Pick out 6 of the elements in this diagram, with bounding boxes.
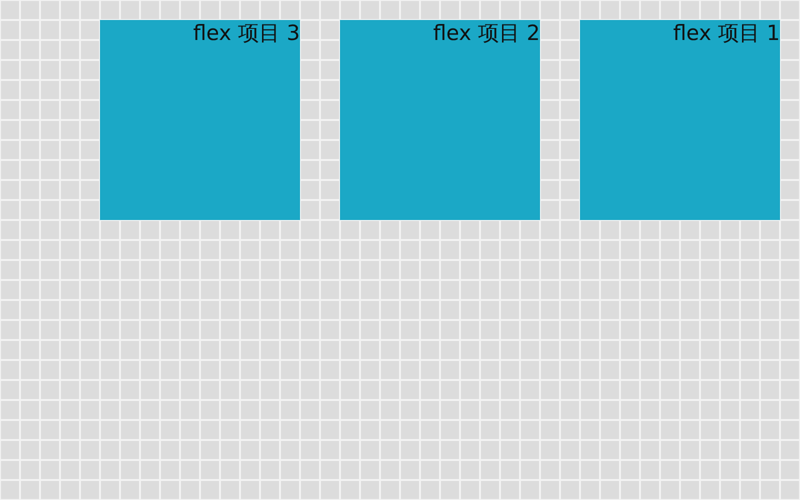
flex-item-box <box>580 20 780 220</box>
flex-item-box <box>100 20 300 220</box>
item-label: flex 项目 1 <box>673 20 780 46</box>
flex-item-box <box>340 20 540 220</box>
item-label: flex 项目 2 <box>433 20 540 46</box>
item-label: flex 项目 3 <box>193 20 300 46</box>
